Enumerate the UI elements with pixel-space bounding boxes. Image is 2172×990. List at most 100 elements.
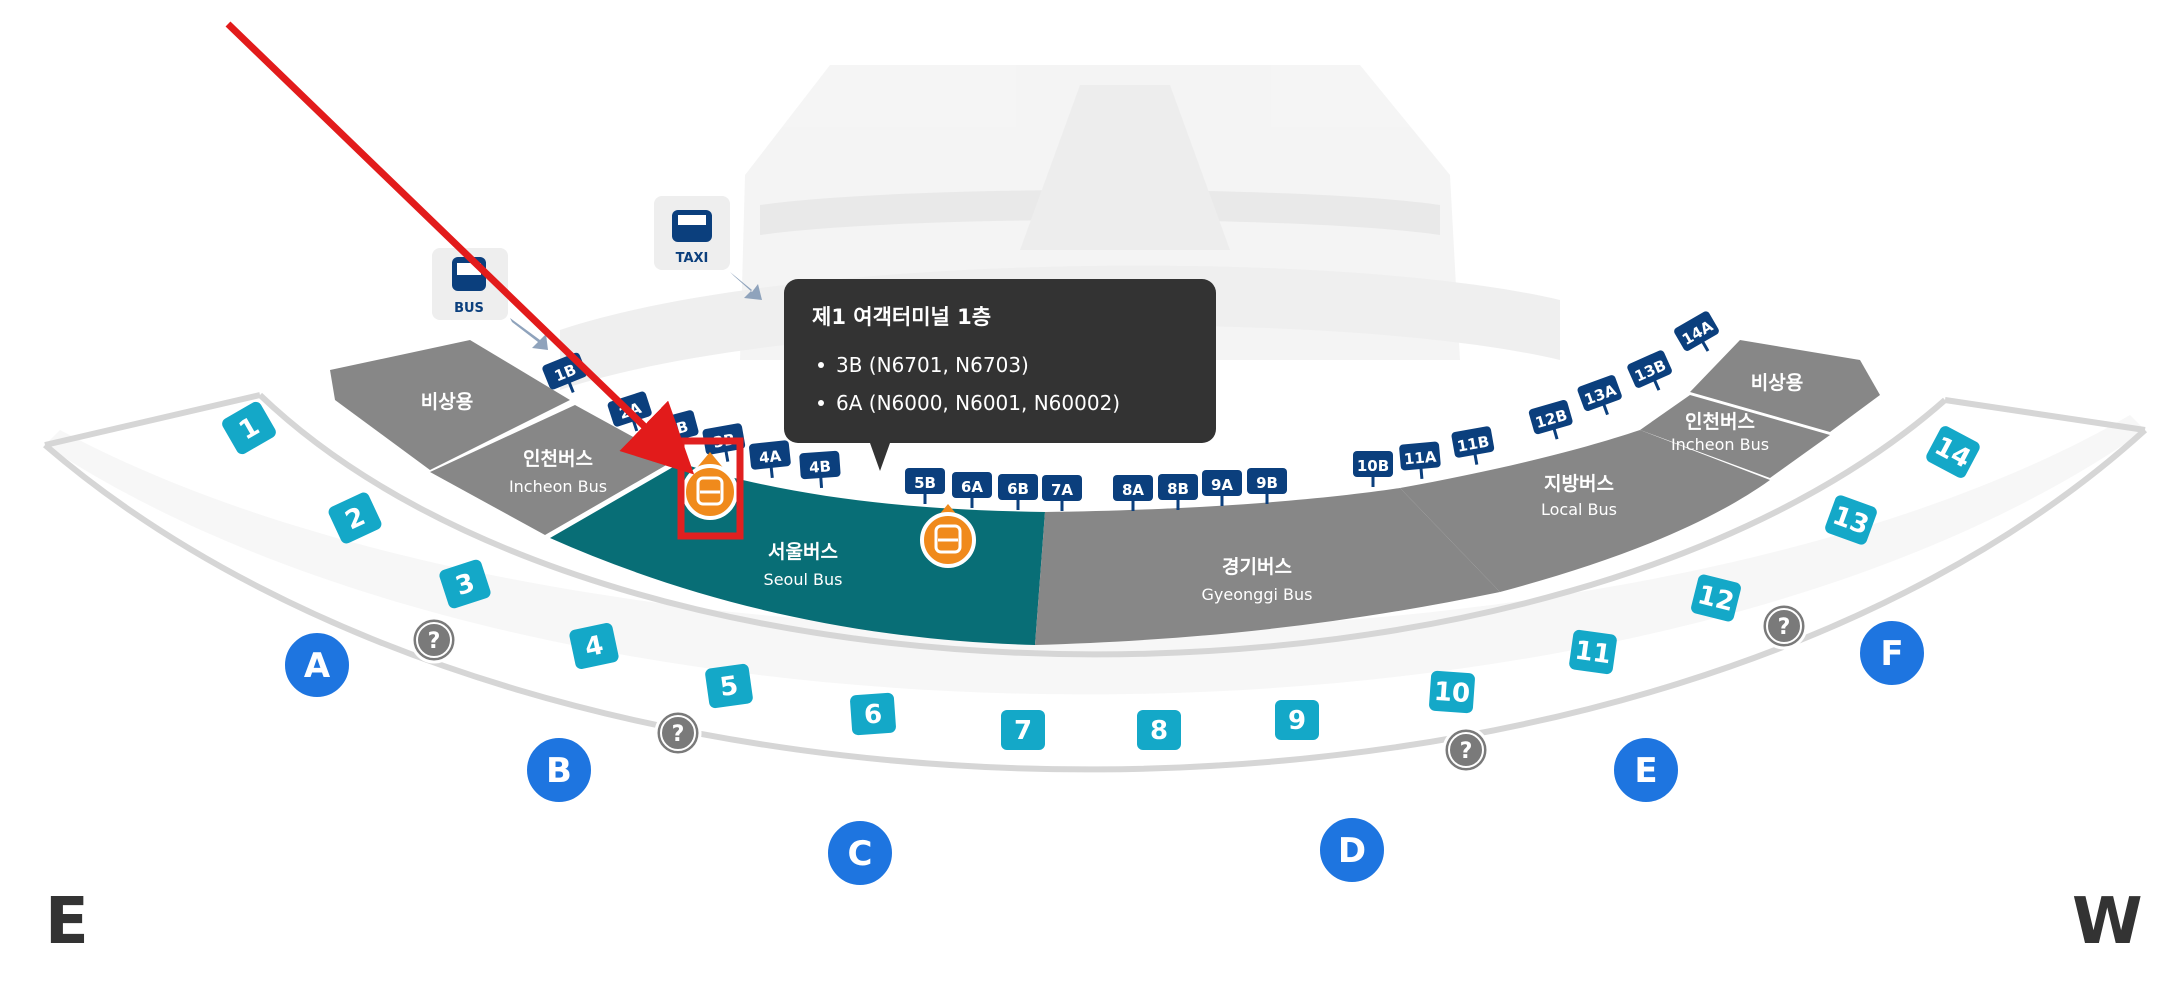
info-help-icon[interactable]: ? xyxy=(1760,602,1808,650)
entrance-a[interactable]: A xyxy=(281,629,353,701)
bus-stop-8a[interactable]: 8A xyxy=(1113,475,1153,511)
gate-14[interactable]: 14 xyxy=(1924,424,1982,480)
gate-12[interactable]: 12 xyxy=(1690,573,1742,622)
entrance-label: E xyxy=(1634,751,1657,791)
taxi-icon xyxy=(672,210,712,242)
taxi-transport-label: TAXI xyxy=(676,251,709,266)
gate-3[interactable]: 3 xyxy=(438,558,492,610)
bus-stop-4a[interactable]: 4A xyxy=(749,440,793,480)
entrance-label: F xyxy=(1880,634,1903,674)
bus-stop-6a[interactable]: 6A xyxy=(952,472,992,508)
bus-pin-3b[interactable] xyxy=(682,452,738,520)
gate-label: 7 xyxy=(1014,716,1032,746)
gate-label: 10 xyxy=(1433,677,1471,709)
gate-4[interactable]: 4 xyxy=(568,622,619,670)
gate-label: 6 xyxy=(863,699,883,730)
bus-pin-icon xyxy=(696,476,724,506)
info-help-icon[interactable]: ? xyxy=(1442,726,1490,774)
tooltip-list: 3B (N6701, N6703) 6A (N6000, N6001, N600… xyxy=(812,353,1188,415)
gate-6[interactable]: 6 xyxy=(850,692,897,736)
bus-stop-4b[interactable]: 4B xyxy=(799,450,841,490)
bus-stop-6b[interactable]: 6B xyxy=(998,474,1038,510)
gate-11[interactable]: 11 xyxy=(1568,629,1617,675)
zone-labels: 비상용 인천버스 Incheon Bus 서울버스 Seoul Bus 경기버스… xyxy=(421,372,1803,604)
zone-label-local: 지방버스 xyxy=(1544,473,1614,495)
entrance-e[interactable]: E xyxy=(1610,734,1682,806)
compass-west: W xyxy=(2072,885,2143,959)
highlight-box xyxy=(677,437,744,540)
bus-stop-label: 8A xyxy=(1122,481,1144,499)
bus-stop-5b[interactable]: 5B xyxy=(905,468,945,504)
bus-stop-label: 10B xyxy=(1357,457,1389,475)
gate-2[interactable]: 2 xyxy=(327,491,384,546)
entrance-label: A xyxy=(304,646,331,686)
zone-label-incheon-left: 인천버스 xyxy=(523,448,593,470)
tooltip-item: 6A (N6000, N6001, N60002) xyxy=(818,391,1188,415)
entrance-markers: A B C D E F xyxy=(281,617,1928,889)
tooltip-item: 3B (N6701, N6703) xyxy=(818,353,1188,377)
entrance-label: D xyxy=(1338,831,1366,871)
gate-label: 11 xyxy=(1573,636,1613,671)
bus-stop-13b[interactable]: 13B xyxy=(1626,349,1677,398)
stop-tooltip: 제1 여객터미널 1층 3B (N6701, N6703) 6A (N6000,… xyxy=(784,279,1216,471)
gate-1[interactable]: 1 xyxy=(220,400,278,457)
gate-9[interactable]: 9 xyxy=(1275,700,1319,740)
bus-stop-14a[interactable]: 14A xyxy=(1673,310,1726,361)
compass-east: E xyxy=(45,885,89,959)
info-help-icon[interactable]: ? xyxy=(410,616,458,664)
entrance-c[interactable]: C xyxy=(824,817,896,889)
entrance-b[interactable]: B xyxy=(523,734,595,806)
bus-stop-label: 4A xyxy=(758,447,782,467)
entrance-d[interactable]: D xyxy=(1316,814,1388,886)
bus-stop-8b[interactable]: 8B xyxy=(1158,474,1198,510)
zone-label-gyeonggi: 경기버스 xyxy=(1222,556,1292,578)
bus-stop-11b[interactable]: 11B xyxy=(1451,426,1497,468)
bus-stop-label: 9B xyxy=(1256,474,1278,492)
bus-stop-12b[interactable]: 12B xyxy=(1528,399,1576,445)
bus-stop-label: 6B xyxy=(1007,480,1029,498)
gate-13[interactable]: 13 xyxy=(1823,494,1878,547)
gate-label: 9 xyxy=(1288,706,1306,736)
zones xyxy=(330,340,1880,645)
bus-transport-label: BUS xyxy=(454,301,484,316)
zone-seoul[interactable] xyxy=(550,463,1045,645)
gate-8[interactable]: 8 xyxy=(1137,710,1181,750)
gate-5[interactable]: 5 xyxy=(704,663,753,709)
bus-stop-label: 4B xyxy=(809,457,832,476)
zone-sub-local: Local Bus xyxy=(1541,500,1617,519)
zone-label-incheon-right: 인천버스 xyxy=(1685,411,1755,433)
zone-label-emergency-left: 비상용 xyxy=(421,391,473,413)
info-glyph: ? xyxy=(672,722,685,747)
gate-label: 8 xyxy=(1150,716,1168,746)
tooltip-title: 제1 여객터미널 1층 xyxy=(812,305,992,329)
gate-10[interactable]: 10 xyxy=(1429,670,1476,714)
zone-sub-seoul: Seoul Bus xyxy=(764,570,843,589)
zone-gyeonggi[interactable] xyxy=(1035,488,1500,645)
info-glyph: ? xyxy=(1778,615,1791,640)
zone-local[interactable] xyxy=(1400,430,1770,592)
red-arrow xyxy=(225,21,695,475)
bus-stop-10b[interactable]: 10B xyxy=(1353,451,1393,487)
bus-stop-11a[interactable]: 11A xyxy=(1399,441,1442,480)
bus-pin-6a[interactable] xyxy=(920,504,976,568)
gate-7[interactable]: 7 xyxy=(1001,710,1045,750)
gate-label: 5 xyxy=(718,671,740,703)
zone-incheon-right xyxy=(1640,395,1830,478)
bus-stop-9b[interactable]: 9B xyxy=(1247,468,1287,504)
info-glyph: ? xyxy=(1460,739,1473,764)
entrance-label: B xyxy=(546,751,572,791)
entrance-f[interactable]: F xyxy=(1856,617,1928,689)
info-help-icon[interactable]: ? xyxy=(654,709,702,757)
info-markers: ???? xyxy=(410,602,1808,774)
bus-stop-7a[interactable]: 7A xyxy=(1042,475,1082,511)
bus-stop-9a[interactable]: 9A xyxy=(1202,470,1242,506)
bus-stop-label: 7A xyxy=(1051,481,1073,499)
bus-stop-label: 11B xyxy=(1456,432,1491,455)
info-glyph: ? xyxy=(428,629,441,654)
bus-stop-13a[interactable]: 13A xyxy=(1576,374,1626,422)
bus-stop-label: 11A xyxy=(1403,448,1437,469)
terminal-road-band xyxy=(43,392,2148,773)
zone-label-seoul: 서울버스 xyxy=(768,541,838,563)
